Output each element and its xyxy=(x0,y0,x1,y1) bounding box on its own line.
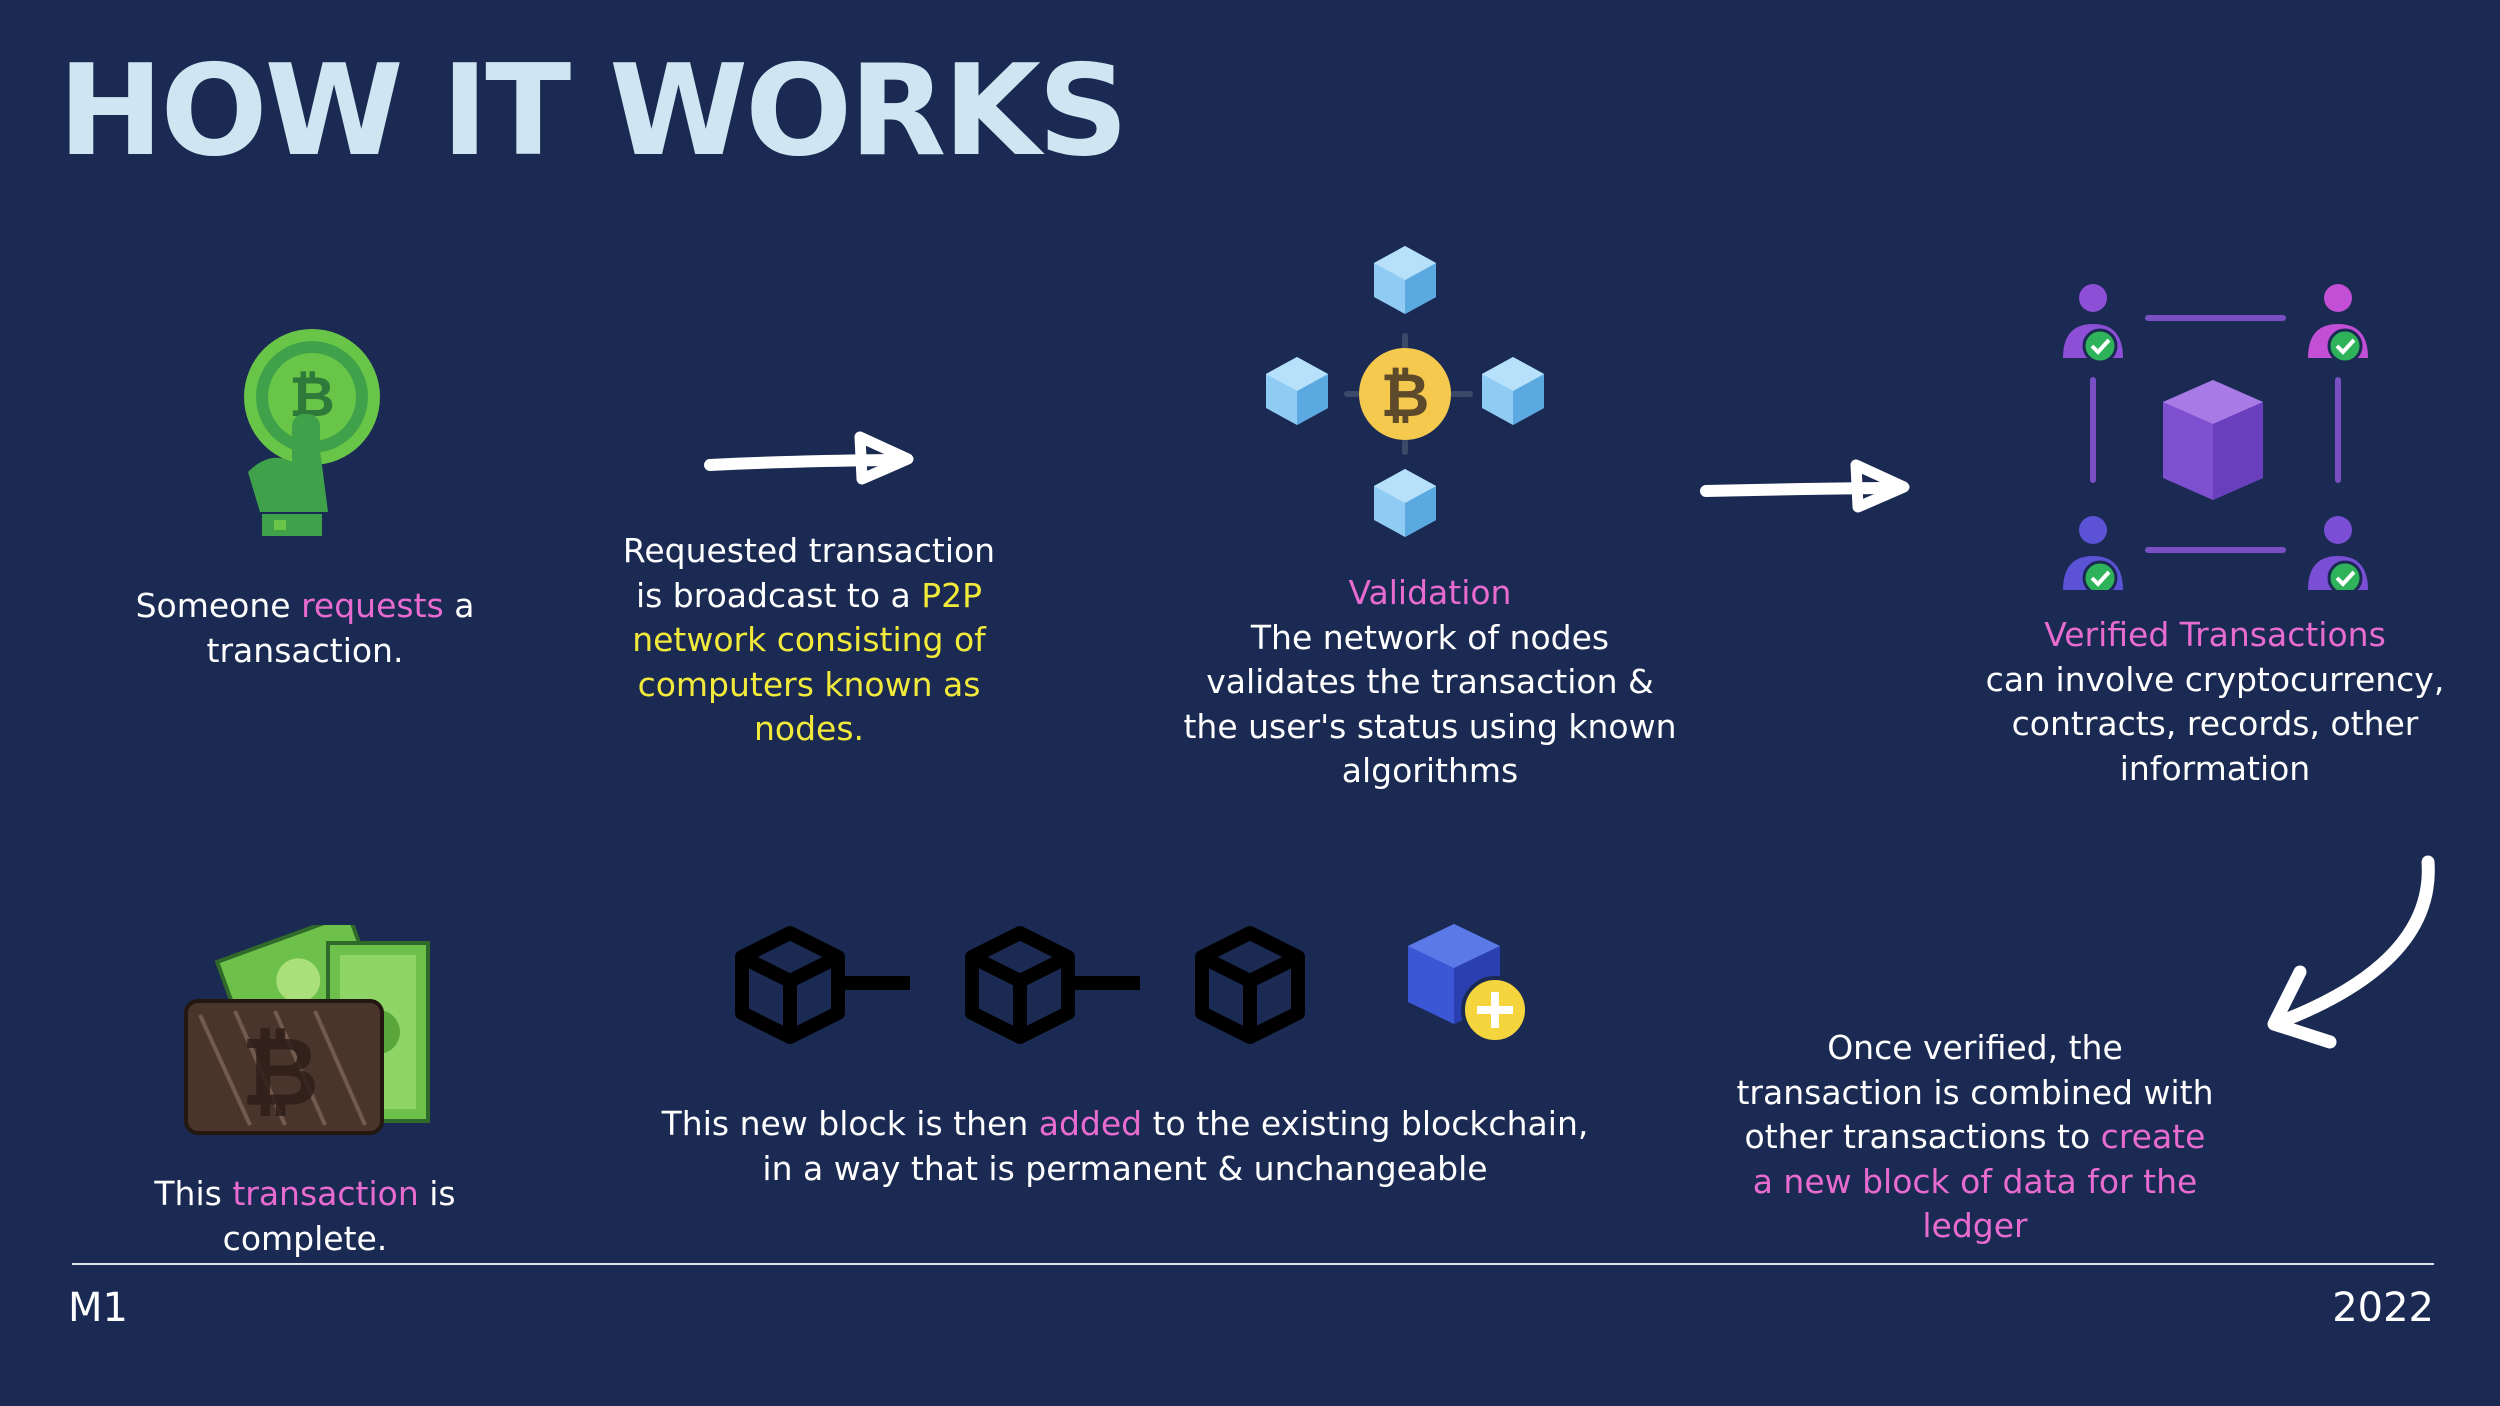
page-title: HOW IT WORKS xyxy=(58,37,1129,184)
svg-text:₿: ₿ xyxy=(241,1016,319,1128)
footer-divider xyxy=(72,1263,2434,1265)
bitcoin-network-icon: ₿ xyxy=(1266,246,1544,537)
validation-body: The network of nodes validates the trans… xyxy=(1183,617,1677,791)
verified-body: can involve cryptocurrency, contracts, r… xyxy=(1985,659,2445,788)
blockchain-icon xyxy=(735,926,1305,1044)
footer-label: M1 xyxy=(68,1285,128,1331)
verified-heading: Verified Transactions xyxy=(2044,615,2386,654)
step-broadcast-text: Requested transaction is broadcast to a … xyxy=(622,531,996,748)
arrow-curved-icon xyxy=(2267,855,2435,1049)
step-request-text: Someone requests a transaction. xyxy=(135,586,475,670)
validation-heading: Validation xyxy=(1348,573,1512,612)
step-new-block-text: Once verified, the transaction is combin… xyxy=(1736,1028,2214,1245)
step-validation-text: Validation The network of nodes validate… xyxy=(1180,571,1680,794)
svg-text:₿: ₿ xyxy=(1381,361,1430,431)
step-verified-text: Verified Transactions can involve crypto… xyxy=(1975,613,2455,791)
arrow-right-icon xyxy=(1700,459,1910,513)
step-added-text: This new block is then added to the exis… xyxy=(661,1104,1589,1188)
arrow-right-icon xyxy=(704,431,914,485)
step-complete-text: This transaction is complete. xyxy=(154,1174,456,1258)
footer-year: 2022 xyxy=(2332,1285,2434,1331)
bitcoin-tap-icon: ₿ xyxy=(244,329,380,536)
wallet-money-icon: ₿ xyxy=(184,925,430,1135)
verified-users-block-icon xyxy=(2063,284,2368,590)
add-block-icon xyxy=(1408,924,1529,1044)
